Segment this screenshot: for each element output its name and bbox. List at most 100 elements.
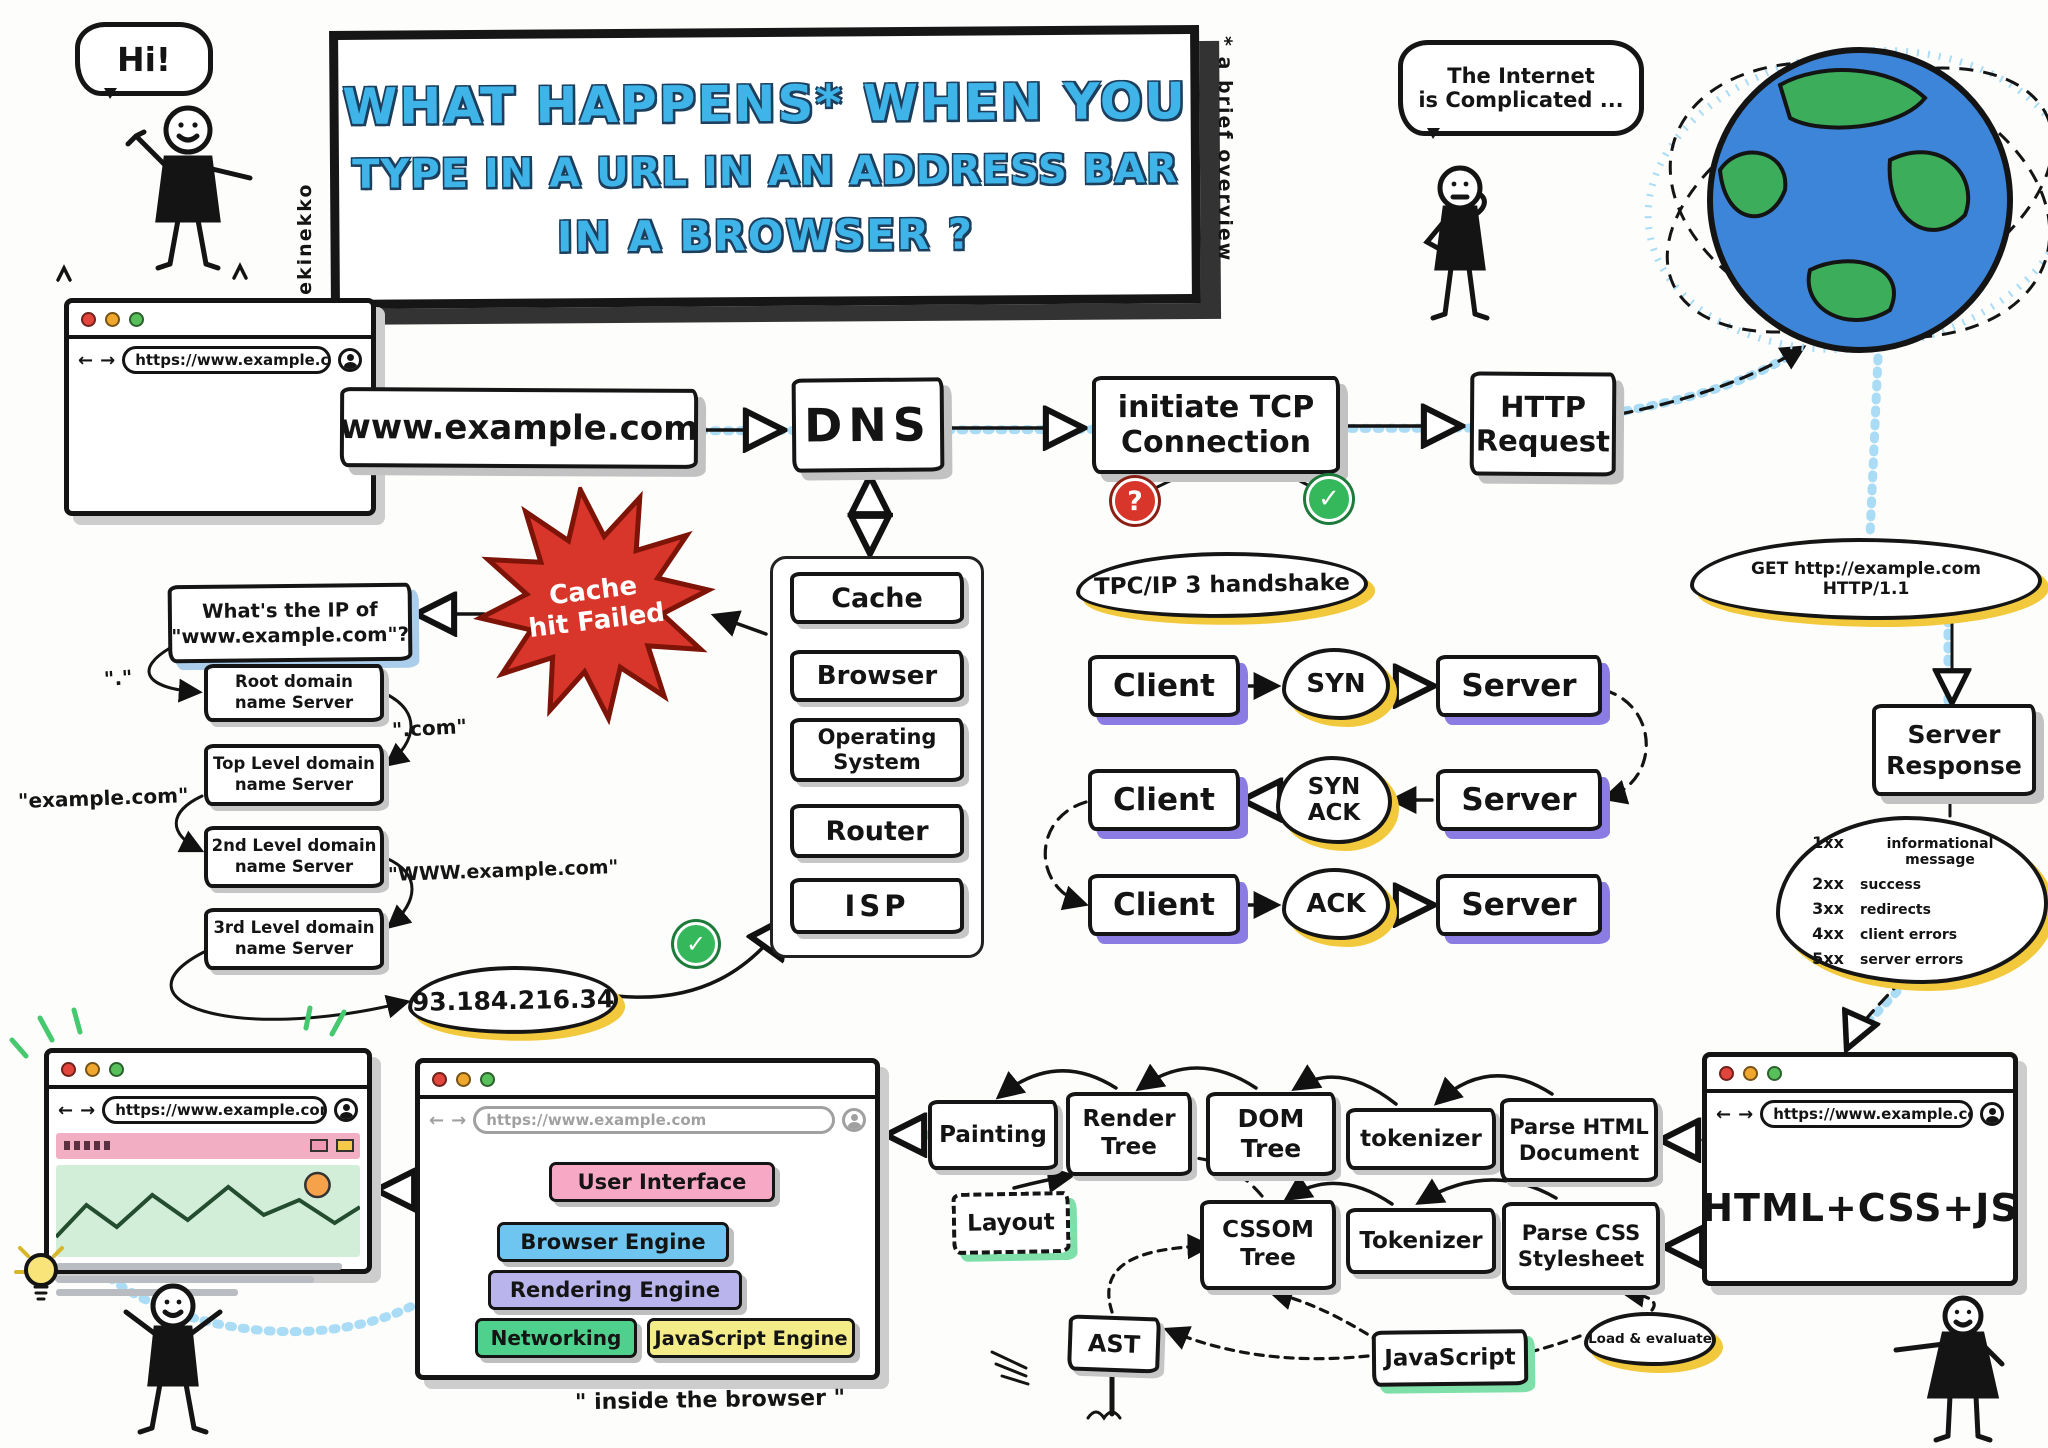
cache-fail-text: Cache hit Failed [527,570,667,645]
page-text-line [56,1276,315,1283]
css-tokenizer-box: Tokenizer [1346,1208,1496,1274]
status-code: 1xx [1812,832,1844,852]
syn-ack-cloud: SYN ACK [1276,756,1392,844]
dns-success-check-icon: ✓ [674,922,718,966]
tld-note: ".com" [391,714,468,742]
back-icon: ← [1716,1103,1732,1125]
status-row: 3xx redirects [1804,899,1931,918]
parse-html-box: Parse HTML Document [1500,1098,1658,1182]
lightbulb-icon [14,1246,64,1301]
status-meaning: server errors [1860,951,1964,968]
minimize-traffic-light-icon [85,1061,100,1077]
page-header-band [56,1133,360,1159]
syn-cloud: SYN [1282,648,1390,720]
page-chart-line [56,1171,360,1239]
page-text-line [56,1289,239,1296]
layer-networking: Networking [475,1318,637,1358]
forward-icon: → [451,1109,467,1131]
avatar-icon [338,348,362,372]
dns-box: DNS [791,377,945,473]
ack-cloud: ACK [1282,868,1390,940]
pointing-stick-figure [1893,1295,2005,1443]
cssom-tree-box: CSSOM Tree [1200,1200,1336,1290]
status-row: 1xx informational message [1804,833,2020,868]
minimize-traffic-light-icon [456,1071,471,1087]
url-field: https://www.example.com [473,1106,835,1134]
status-code: 3xx [1812,898,1844,918]
ip-question-box: What's the IP of "www.example.com"? [167,582,413,664]
forward-icon: → [100,349,116,371]
server-response-box: Server Response [1872,704,2036,796]
javascript-box: JavaScript [1371,1329,1529,1387]
client-box-2: Client [1088,769,1240,831]
layer-javascript-engine: JavaScript Engine [647,1318,855,1358]
title-box: WHAT HAPPENS* WHEN YOU TYPE IN A URL IN … [329,24,1201,310]
page-text-line [56,1263,342,1270]
close-traffic-light-icon [1719,1065,1734,1081]
root-note: "." [103,665,134,691]
internet-speech-bubble: The Internet is Complicated ... [1398,40,1644,139]
client-box-3: Client [1088,874,1240,936]
html-tokenizer-box: tokenizer [1346,1108,1496,1170]
layer-browser-engine: Browser Engine [497,1222,729,1262]
close-traffic-light-icon [81,311,96,327]
close-traffic-light-icon [61,1061,76,1077]
third-level-dns-server-box: 3rd Level domain name Server [204,908,384,970]
url-field: https://www.example.com [122,346,331,374]
root-dns-server-box: Root domain name Server [204,664,384,722]
status-meaning: informational message [1886,835,1994,868]
load-evaluate-cloud: Load & evaluate [1584,1312,1716,1366]
server-box-3: Server [1436,874,1602,936]
cache-level-cache: Cache [790,572,964,624]
back-icon: ← [58,1099,74,1121]
cache-level-isp: ISP [790,878,964,934]
tcp-connection-box: initiate TCP Connection [1092,376,1340,474]
browser-window-payload: ← → https://www.example.com HTML+CSS+JS [1701,1052,2018,1286]
client-box-1: Client [1088,655,1240,717]
back-icon: ← [78,349,94,371]
painting-box: Painting [928,1100,1058,1170]
browser-titlebar [1707,1057,2013,1093]
address-bar-row: ← → https://www.example.com [1707,1093,2013,1135]
maximize-traffic-light-icon [1767,1065,1782,1081]
minimize-traffic-light-icon [1743,1065,1758,1081]
cache-level-os: Operating System [790,718,964,782]
url-field: https://www.example.com [102,1096,327,1124]
address-bar-row: ← → https://www.example.com [69,339,371,381]
rendered-page-art [56,1133,360,1296]
check-badge-icon: ✓ [1306,476,1352,522]
get-request-cloud: GET http://example.com HTTP/1.1 [1690,538,2042,620]
avatar-icon [1980,1102,2004,1126]
address-bar-row: ← → https://www.example.com [49,1089,367,1131]
title-line-1: WHAT HAPPENS* WHEN YOU [342,71,1188,136]
cache-level-browser: Browser [790,650,964,702]
layer-rendering-engine: Rendering Engine [488,1270,742,1310]
avatar-icon [334,1098,358,1122]
title-footnote: * a brief overview [1214,36,1236,263]
cache-level-router: Router [790,804,964,858]
maximize-traffic-light-icon [480,1071,495,1087]
server-box-1: Server [1436,655,1602,717]
question-badge-icon: ? [1112,478,1158,524]
status-meaning: client errors [1860,926,1958,943]
green-sparkles [9,1005,347,1059]
browser-titlebar [49,1053,367,1089]
dom-tree-box: DOM Tree [1206,1092,1336,1176]
page-chart [56,1165,360,1257]
internals-caption: " inside the browser " [574,1385,846,1416]
render-tree-box: Render Tree [1066,1092,1192,1176]
status-meaning: success [1860,876,1922,893]
hi-speech-bubble: Hi! [75,22,213,99]
layout-box: Layout [951,1190,1071,1256]
browser-window-start: ← → https://www.example.com [64,298,376,516]
page-chip-yellow [336,1139,354,1152]
status-meaning: redirects [1860,901,1931,918]
second-level-dns-server-box: 2nd Level domain name Server [204,826,384,888]
parse-css-box: Parse CSS Stylesheet [1502,1202,1660,1290]
waving-stick-figure [56,105,253,282]
forward-icon: → [80,1099,96,1121]
